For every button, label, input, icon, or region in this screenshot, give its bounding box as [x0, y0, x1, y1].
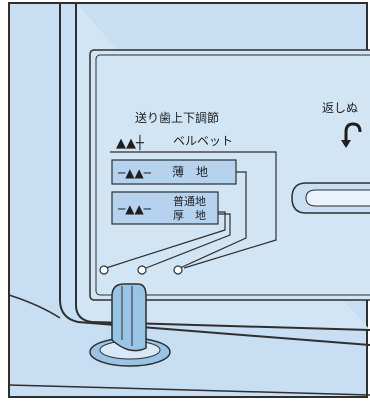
thin-symbol: ─▲▲─: [117, 166, 152, 180]
base-line: [8, 384, 370, 396]
normal-thick-symbol: ─▲▲─: [117, 202, 152, 216]
reverse-title: 返しぬ: [322, 101, 358, 115]
option-normal-thick: ─▲▲─ 普通地 厚 地: [111, 191, 219, 225]
reverse-lever: [305, 189, 370, 207]
section-title: 送り歯上下調節: [135, 110, 219, 125]
thin-highlight: [111, 159, 237, 185]
control-panel-inner: [95, 54, 370, 296]
normal-label: 普通地: [173, 194, 206, 208]
option-thin: ─▲▲─ 薄 地: [111, 159, 237, 185]
indicator-dot-3: [173, 265, 183, 275]
thin-label: 薄 地: [172, 164, 208, 179]
velvet-label: ベルベット: [173, 134, 233, 148]
body-edge-line: [59, 3, 370, 346]
velvet-symbol: ▲▲┼: [116, 134, 144, 151]
leader-lines: [105, 151, 277, 269]
lower-body-curve: [8, 294, 61, 319]
indicator-dot-1: [99, 265, 109, 275]
option-velvet: ▲▲┼ ベルベット: [110, 134, 270, 153]
indicator-dot-2: [137, 265, 147, 275]
normal-thick-highlight: [111, 191, 219, 225]
reverse-stitch-icon: [341, 122, 362, 148]
feed-dog-knob[interactable]: [111, 283, 147, 352]
thick-label: 厚 地: [173, 209, 206, 222]
